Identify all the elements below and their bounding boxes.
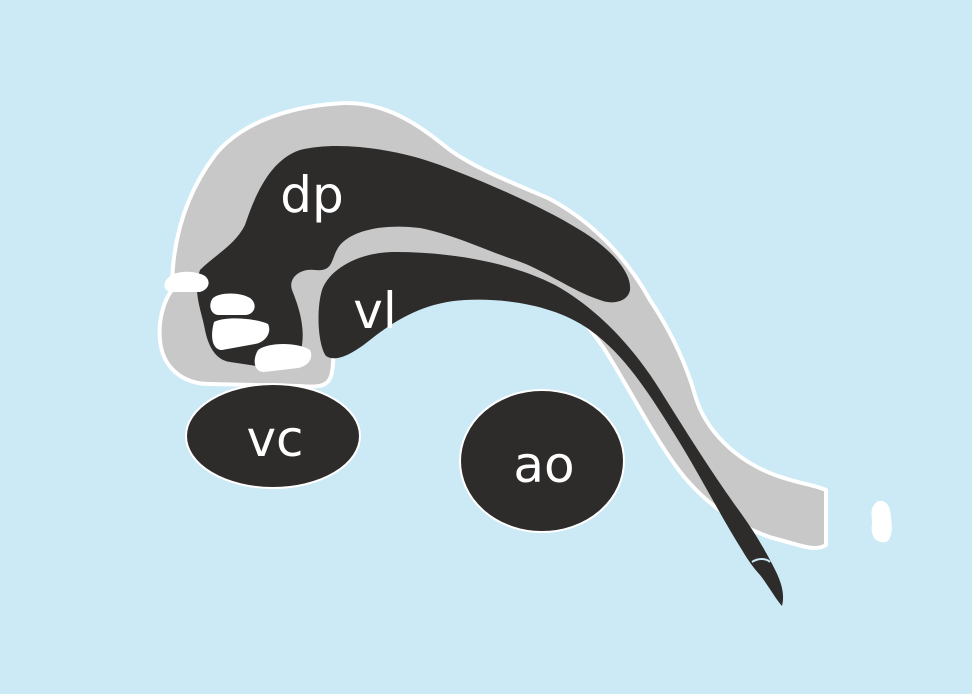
label-vl: vl	[353, 282, 396, 340]
white-fragment-3	[212, 318, 270, 350]
vc-ellipse	[185, 383, 361, 489]
white-fragment-2	[210, 293, 255, 315]
white-fragment-1	[164, 271, 209, 292]
dark-region-vl-arm	[318, 252, 784, 606]
tip-notch	[751, 558, 771, 563]
dark-region-dp-vl	[196, 145, 631, 368]
label-vc: vc	[246, 410, 303, 468]
white-fragment-5	[871, 500, 892, 543]
white-fragment-4	[254, 344, 312, 372]
label-dp: dp	[280, 166, 343, 224]
ao-ellipse	[459, 389, 625, 533]
label-ao: ao	[513, 436, 574, 494]
